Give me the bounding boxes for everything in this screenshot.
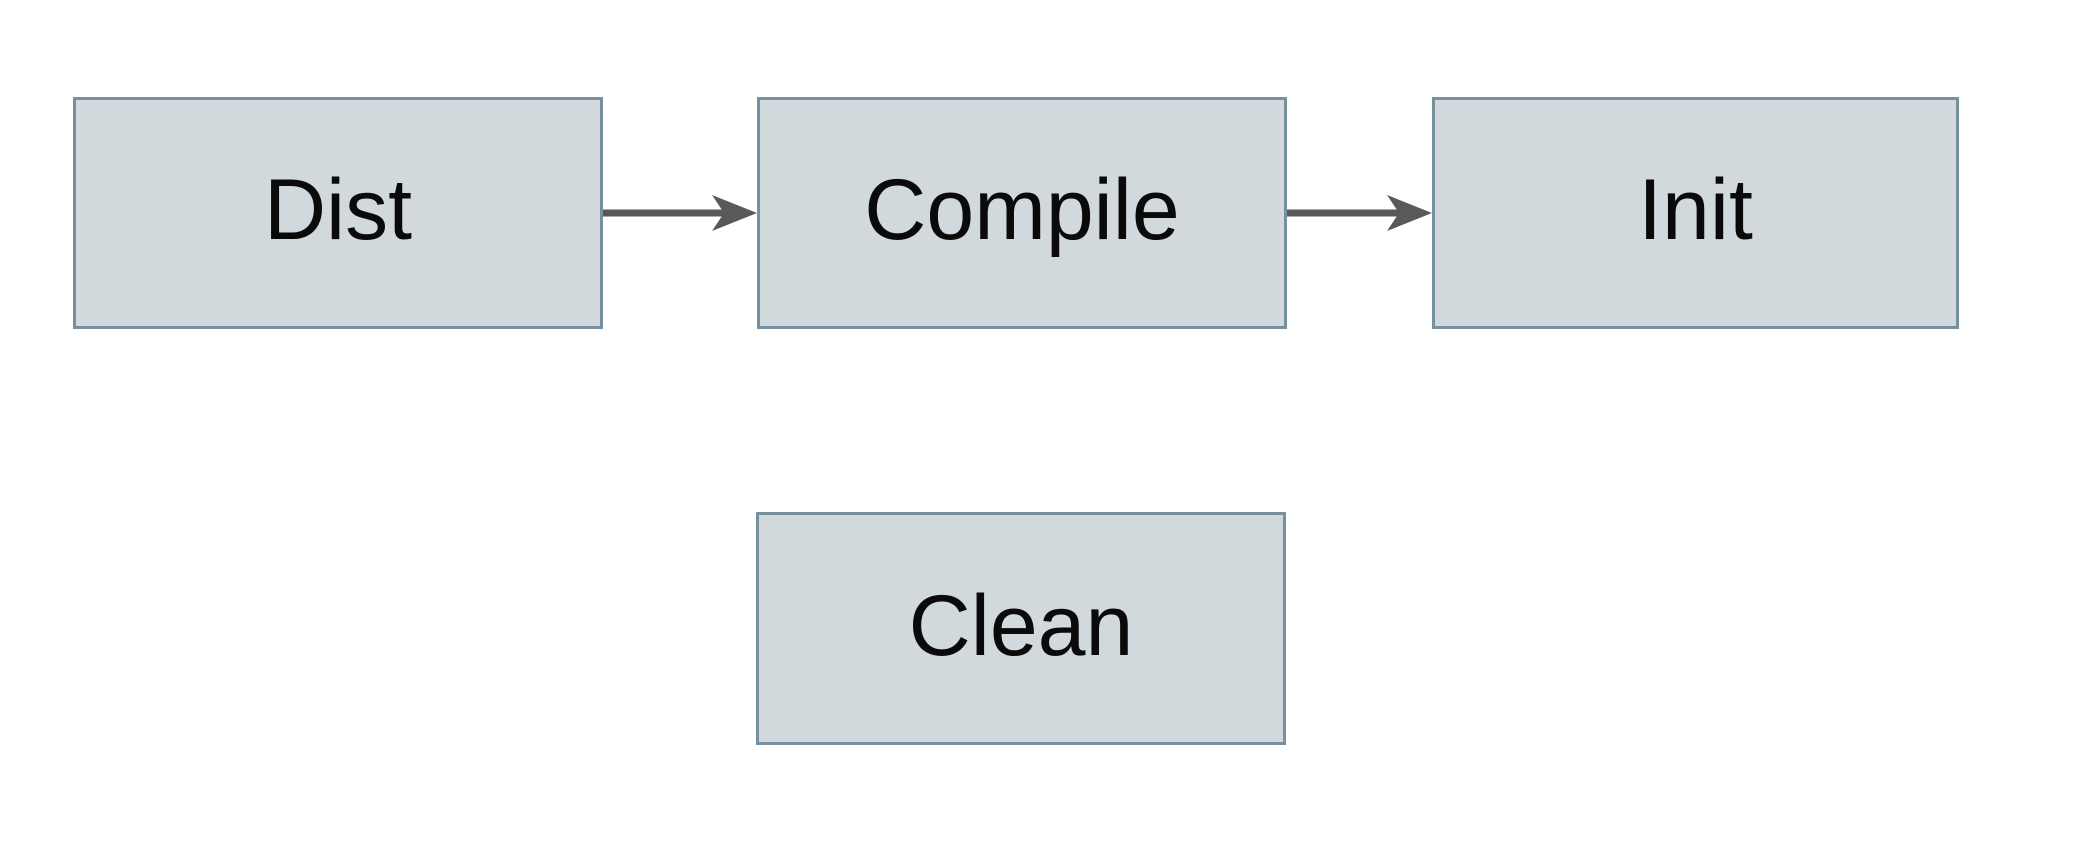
node-compile: Compile (757, 97, 1287, 329)
node-dist-label: Dist (263, 162, 413, 258)
arrow-compile-to-init (1287, 195, 1432, 231)
arrow-head-icon (1387, 195, 1432, 231)
node-clean: Clean (756, 512, 1286, 745)
node-compile-label: Compile (864, 162, 1180, 258)
node-init-label: Init (1638, 162, 1753, 258)
arrow-dist-to-compile (603, 195, 757, 231)
node-clean-label: Clean (908, 577, 1134, 674)
node-init: Init (1432, 97, 1959, 329)
node-dist: Dist (73, 97, 603, 329)
arrow-head-icon (712, 195, 757, 231)
